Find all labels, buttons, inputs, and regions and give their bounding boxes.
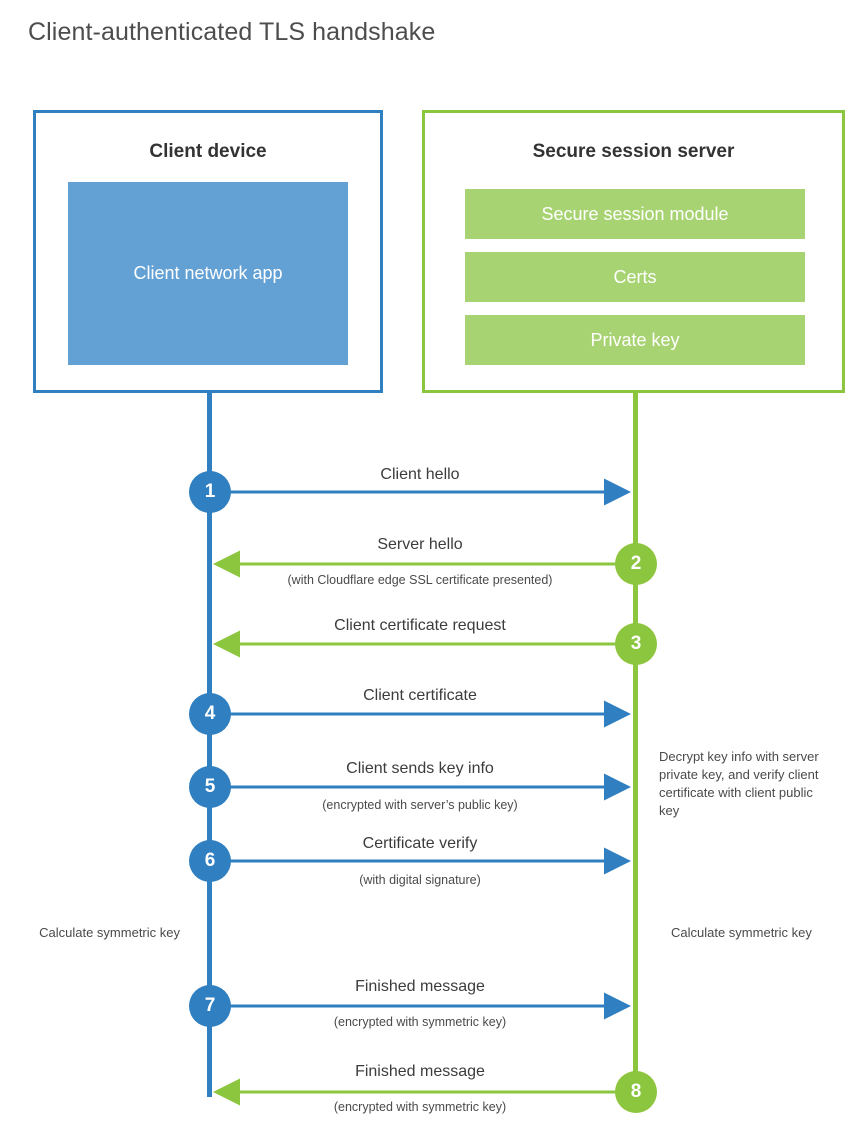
- step-sublabel-8: (encrypted with symmetric key): [333, 1100, 507, 1114]
- step-sublabel-5: (encrypted with server’s public key): [322, 798, 518, 812]
- note-server-decrypt: Decrypt key info with server private key…: [659, 749, 819, 818]
- step-label-4: Client certificate: [363, 687, 477, 704]
- step-label-7: Finished message: [355, 978, 485, 995]
- step-sublabel-7: (encrypted with symmetric key): [333, 1015, 507, 1029]
- step-sublabel-2: (with Cloudflare edge SSL certificate pr…: [287, 573, 553, 587]
- step-marker-1[interactable]: 1: [189, 471, 231, 513]
- server-component-certs: Certs: [465, 252, 805, 302]
- client-device-title: Client device: [149, 141, 267, 162]
- step-marker-4[interactable]: 4: [189, 693, 231, 735]
- step-label-1: Client hello: [380, 466, 460, 483]
- step-label-3: Client certificate request: [334, 617, 506, 634]
- step-marker-8[interactable]: 8: [615, 1071, 657, 1113]
- step-marker-3[interactable]: 3: [615, 623, 657, 665]
- step-label-5: Client sends key info: [346, 760, 494, 777]
- secure-session-server-box: Secure session server Secure session mod…: [422, 110, 845, 393]
- step-marker-6[interactable]: 6: [189, 840, 231, 882]
- note-server-calculate-symmetric-key: Calculate symmetric key: [671, 925, 812, 940]
- step-marker-2[interactable]: 2: [615, 543, 657, 585]
- step-label-2: Server hello: [377, 536, 463, 553]
- step-marker-7[interactable]: 7: [189, 985, 231, 1027]
- step-label-6: Certificate verify: [362, 835, 478, 852]
- step-marker-5[interactable]: 5: [189, 766, 231, 808]
- client-device-box: Client device Client network app: [33, 110, 383, 393]
- server-component-secure-session-module: Secure session module: [465, 189, 805, 239]
- step-label-8: Finished message: [355, 1063, 485, 1080]
- secure-session-server-title: Secure session server: [532, 141, 735, 162]
- server-component-private-key: Private key: [465, 315, 805, 365]
- page-title: Client-authenticated TLS handshake: [28, 18, 436, 46]
- client-network-app-block: Client network app: [68, 182, 348, 365]
- step-sublabel-6: (with digital signature): [359, 873, 481, 887]
- note-client-calculate-symmetric-key: Calculate symmetric key: [39, 925, 180, 940]
